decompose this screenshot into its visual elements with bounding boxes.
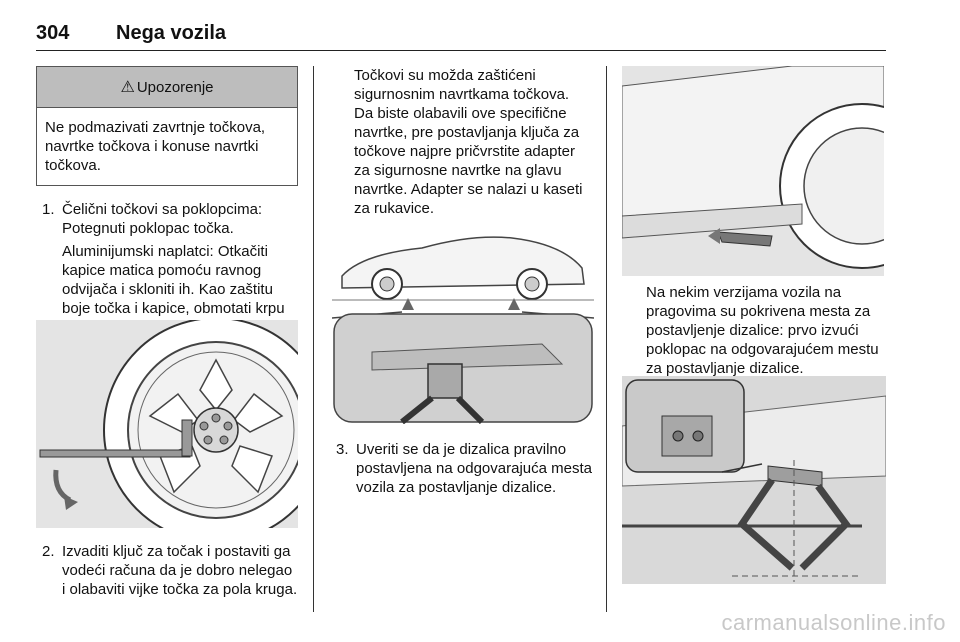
jack-cover-note: Na nekim verzijama vozila na pragovima s… [646, 284, 879, 377]
step-2: 2. Izvaditi ključ za točak i postaviti g… [36, 542, 298, 599]
step-1-detail: Aluminijumski naplatci: Otkačiti kapice … [62, 243, 285, 336]
column-3: Na nekim verzijama vozila na pragovima s… [622, 283, 886, 378]
header-rule [36, 50, 886, 51]
watermark: carmanualsonline.info [721, 610, 946, 635]
jack-placement-figure [622, 376, 886, 584]
column-divider-2 [606, 66, 607, 612]
step-3-block: 3. Uveriti se da je dizalica pravilno po… [330, 440, 592, 497]
step-1: 1. Čelični točkovi sa poklopcima: Potegn… [36, 200, 298, 238]
wheel-wrench-figure [36, 320, 298, 528]
column-divider-1 [313, 66, 314, 612]
page-number: 304 [36, 22, 70, 44]
security-nut-note: Točkovi su možda zaštićeni sigurnosnim n… [354, 67, 583, 217]
column-1: ⚠ Upozorenje Ne podmazivati zavrtnje toč… [36, 66, 298, 337]
sill-cover-figure [622, 66, 884, 276]
column-2: Točkovi su možda zaštićeni sigurnosnim n… [330, 66, 592, 218]
step-text: Uveriti se da je dizalica pravilno posta… [356, 441, 592, 496]
step-3: 3. Uveriti se da je dizalica pravilno po… [330, 440, 592, 497]
warning-box: ⚠ Upozorenje Ne podmazivati zavrtnje toč… [36, 66, 298, 186]
step-text: Izvaditi ključ za točak i postaviti ga v… [62, 543, 298, 598]
step-number: 3. [336, 441, 349, 458]
warning-triangle-icon: ⚠ [120, 79, 135, 96]
step-number: 2. [42, 543, 55, 560]
page-header: 304 Nega vozila [36, 12, 886, 52]
warning-body: Ne podmazivati zavrtnje točkova, navrtke… [45, 119, 266, 174]
warning-header: ⚠ Upozorenje [37, 67, 297, 108]
jack-position-figure [332, 214, 594, 424]
step-text: Čelični točkovi sa poklopcima: Potegnuti… [62, 201, 263, 237]
step-number: 1. [42, 201, 55, 218]
step-2-block: 2. Izvaditi ključ za točak i postaviti g… [36, 542, 298, 599]
section-title: Nega vozila [116, 22, 227, 44]
warning-title: Upozorenje [136, 78, 214, 96]
